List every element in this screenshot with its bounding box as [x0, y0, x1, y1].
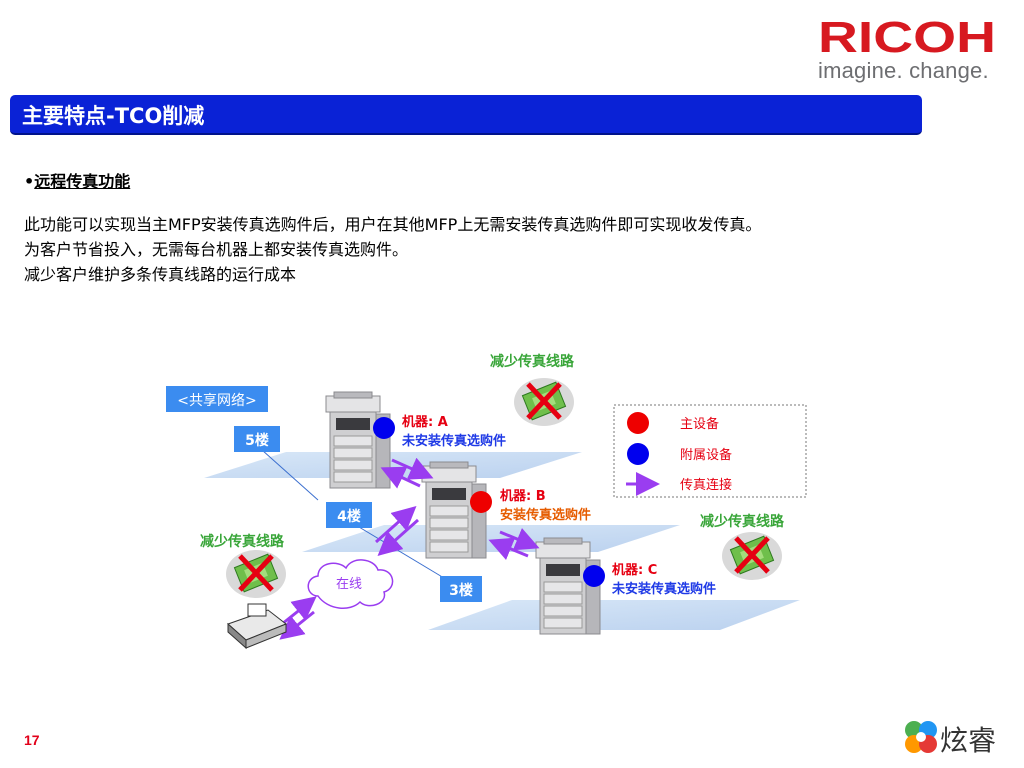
floor-label-4-box — [326, 502, 372, 528]
legend-sub-dot — [627, 443, 649, 465]
machine-a-icon — [325, 391, 391, 489]
machine-a-status: 未安装传真选购件 — [401, 433, 506, 449]
legend-sub-label: 附属设备 — [680, 447, 732, 463]
machine-a-dot — [373, 417, 395, 439]
page-number: 17 — [24, 732, 40, 748]
floor-5 — [204, 452, 582, 478]
machine-c-status: 未安装传真选购件 — [611, 581, 716, 597]
floor-label-4: 4楼 — [337, 508, 361, 525]
tagline: imagine. change. — [818, 58, 989, 83]
reduce-line-icon-top — [514, 378, 574, 426]
bullet-heading: •远程传真功能 — [24, 168, 130, 192]
floor-label-3: 3楼 — [449, 582, 473, 599]
floor-label-3-box — [440, 576, 482, 602]
remote-fax-diagram: <共享网络> 5楼 4楼 3楼 机器: A 未安装传真选购件 机器: B 安装传… — [166, 353, 807, 650]
slide-title: 主要特点-TCO削减 — [22, 104, 205, 128]
machine-b-name: 机器: B — [500, 488, 546, 504]
machine-c-dot — [583, 565, 605, 587]
body-line-2: 为客户节省投入，无需每台机器上都安装传真选购件。 — [24, 240, 409, 259]
legend-main-label: 主设备 — [680, 416, 719, 432]
svg-text:炫睿: 炫睿 — [940, 724, 996, 757]
reduce-label-right: 减少传真线路 — [700, 513, 785, 530]
body-line-1: 此功能可以实现当主MFP安装传真选购件后，用户在其他MFP上无需安装传真选购件即… — [24, 215, 762, 234]
online-cloud — [307, 559, 394, 609]
reduce-line-icon-left — [226, 550, 286, 598]
body-line-3: 减少客户维护多条传真线路的运行成本 — [24, 265, 297, 284]
bullet-marker: • — [24, 172, 35, 191]
fax-machine-icon — [227, 603, 287, 650]
svg-text:RICOH: RICOH — [818, 14, 996, 58]
ricoh-logo: RICOH — [818, 14, 996, 58]
cloud-label: 在线 — [336, 577, 362, 592]
machine-c-name: 机器: C — [612, 562, 657, 578]
floor-label-5-box — [234, 426, 280, 452]
legend-main-dot — [627, 412, 649, 434]
network-label: <共享网络> — [177, 392, 256, 409]
bullet-text: 远程传真功能 — [34, 172, 131, 191]
floor-label-5: 5楼 — [245, 432, 269, 449]
floor-4 — [302, 525, 680, 552]
reduce-label-top: 减少传真线路 — [490, 353, 575, 370]
reduce-label-left: 减少传真线路 — [200, 533, 285, 550]
network-label-box — [166, 386, 268, 412]
machine-b-dot — [470, 491, 492, 513]
floor-3 — [428, 600, 800, 630]
title-bar: 主要特点-TCO削减 — [10, 95, 922, 135]
reduce-line-icon-right — [722, 532, 782, 580]
machine-a-name: 机器: A — [402, 414, 448, 430]
xuanrui-logo: 炫睿 — [905, 721, 996, 757]
legend-link-label: 传真连接 — [680, 477, 732, 493]
body-text: 此功能可以实现当主MFP安装传真选购件后，用户在其他MFP上无需安装传真选购件即… — [24, 212, 761, 287]
machine-b-status: 安装传真选购件 — [500, 507, 591, 523]
